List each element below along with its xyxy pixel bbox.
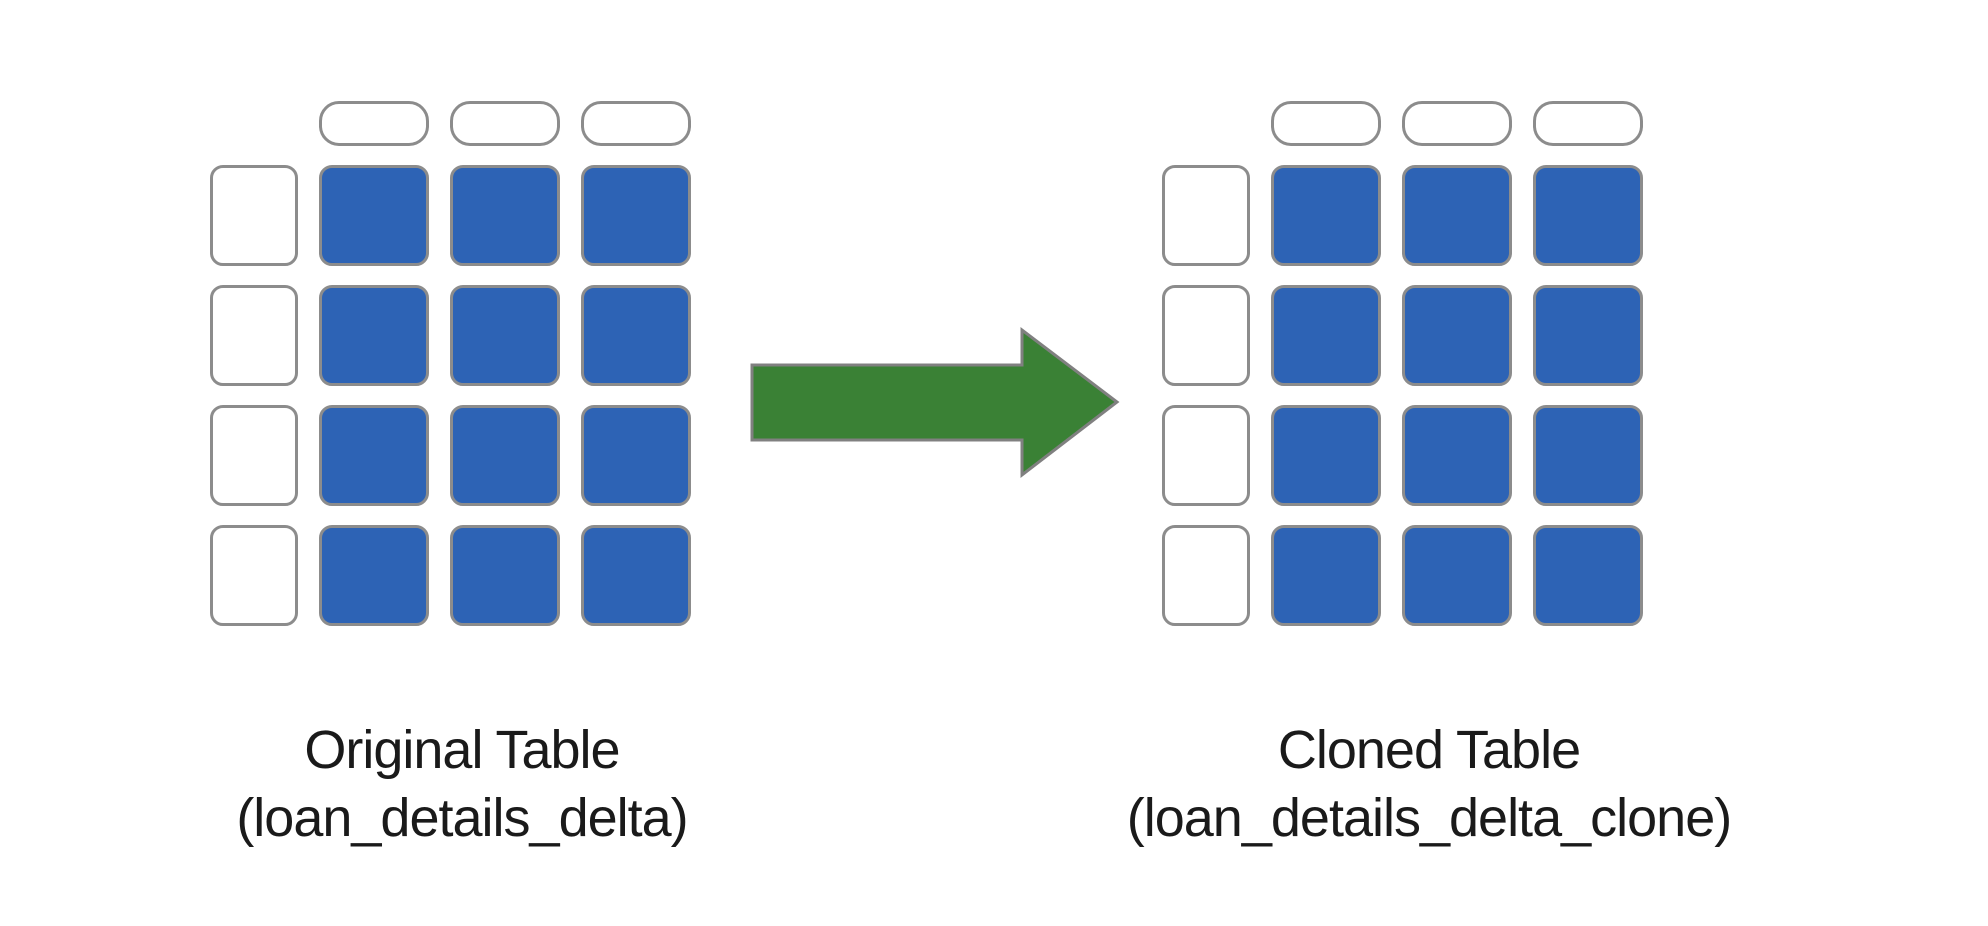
- data-cell: [319, 165, 429, 266]
- row-header-cell: [210, 285, 298, 386]
- data-cell: [1533, 405, 1643, 506]
- data-cell: [450, 165, 560, 266]
- data-cell: [581, 525, 691, 626]
- right-arrow-icon: [750, 326, 1120, 479]
- row-header-cell: [210, 165, 298, 266]
- original-table-figure: [210, 101, 691, 626]
- column-header-cell: [450, 101, 560, 146]
- cloned-table-title: Cloned Table: [1277, 720, 1581, 780]
- column-header-cell: [1271, 101, 1381, 146]
- column-header-cell: [1533, 101, 1643, 146]
- data-cell: [581, 405, 691, 506]
- data-cell: [1271, 525, 1381, 626]
- data-cell: [319, 525, 429, 626]
- data-cell: [450, 285, 560, 386]
- original-table-grid: [210, 101, 691, 626]
- data-cell: [1271, 165, 1381, 266]
- data-cell: [450, 405, 560, 506]
- column-header-cell: [1402, 101, 1512, 146]
- data-cell: [1533, 165, 1643, 266]
- cloned-table-grid: [1162, 101, 1643, 626]
- data-cell: [1402, 405, 1512, 506]
- column-header-cell: [581, 101, 691, 146]
- data-cell: [581, 285, 691, 386]
- cloned-table-label: Cloned Table (loan_details_delta_clone): [1029, 716, 1829, 852]
- row-header-cell: [1162, 165, 1250, 266]
- row-header-cell: [1162, 525, 1250, 626]
- data-cell: [1271, 285, 1381, 386]
- original-table-title: Original Table: [304, 720, 620, 780]
- data-cell: [1271, 405, 1381, 506]
- data-cell: [319, 405, 429, 506]
- data-cell: [1533, 525, 1643, 626]
- data-cell: [1402, 285, 1512, 386]
- cloned-table-name: (loan_details_delta_clone): [1126, 788, 1732, 848]
- row-header-cell: [1162, 285, 1250, 386]
- data-cell: [581, 165, 691, 266]
- data-cell: [450, 525, 560, 626]
- data-cell: [1533, 285, 1643, 386]
- row-header-cell: [210, 405, 298, 506]
- original-table-name: (loan_details_delta): [236, 788, 688, 848]
- row-header-cell: [1162, 405, 1250, 506]
- row-header-cell: [210, 525, 298, 626]
- column-header-cell: [319, 101, 429, 146]
- data-cell: [1402, 165, 1512, 266]
- data-cell: [1402, 525, 1512, 626]
- cloned-table-figure: [1162, 101, 1643, 626]
- data-cell: [319, 285, 429, 386]
- original-table-label: Original Table (loan_details_delta): [62, 716, 862, 852]
